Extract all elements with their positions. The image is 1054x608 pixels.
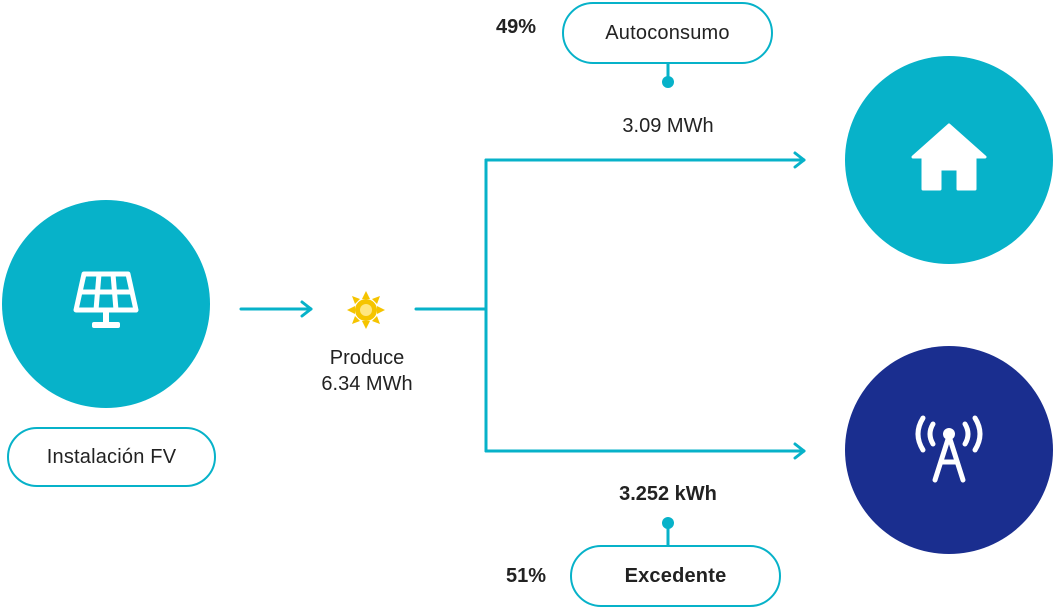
- production-label: Produce: [329, 347, 405, 369]
- autoconsumo-value: 3.09 MWh: [622, 115, 714, 137]
- excedente-text: Excedente: [624, 564, 727, 587]
- pv-installation-label: Instalación FV: [7, 427, 216, 487]
- pv-installation-node: [2, 200, 210, 408]
- autoconsumo-percent: 49%: [496, 16, 537, 38]
- production-text: Produce 6.34 MWh: [290, 345, 444, 397]
- house-node: [845, 56, 1053, 264]
- solar-panel-icon: [70, 270, 142, 339]
- excedente-connector-dot: [662, 517, 674, 529]
- pv-installation-text: Instalación FV: [46, 445, 177, 468]
- autoconsumo-text: Autoconsumo: [605, 21, 730, 44]
- excedente-label: Excedente: [570, 545, 781, 607]
- grid-node: [845, 346, 1053, 554]
- excedente-value: 3.252 kWh: [619, 483, 717, 505]
- excedente-percent: 51%: [506, 565, 547, 587]
- production-value: 6.34 MWh: [321, 373, 413, 395]
- grid-tower-icon: [907, 412, 991, 489]
- autoconsumo-label: Autoconsumo: [562, 2, 773, 64]
- sun-icon: [346, 290, 386, 335]
- autoconsumo-connector-dot: [662, 76, 674, 88]
- house-icon: [911, 123, 987, 198]
